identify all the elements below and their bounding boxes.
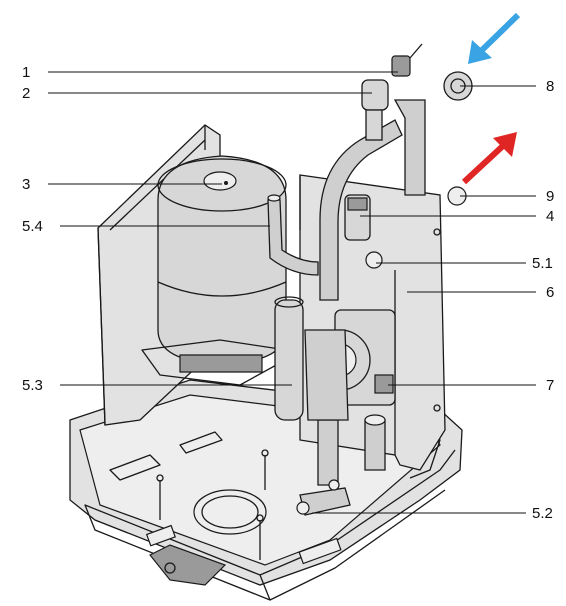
callout-6: 6: [546, 284, 554, 301]
callout-1: 1: [22, 64, 30, 81]
callout-4: 4: [546, 208, 554, 225]
leader-lines: [48, 71, 536, 514]
callout-5-2: 5.2: [532, 505, 553, 522]
outlet-arrow: [461, 132, 517, 185]
callout-5-3: 5.3: [22, 377, 43, 394]
callout-5-4: 5.4: [22, 218, 43, 235]
callout-3: 3: [22, 176, 30, 193]
callout-8: 8: [546, 78, 554, 95]
callout-labels: 1 2 3 5.4 5.3 8 9 4 5.1 6 7 5.2: [22, 64, 554, 522]
expansion-vessel: [141, 155, 301, 386]
plate-filter-assembly: [274, 296, 304, 421]
inlet-arrow: [468, 12, 521, 64]
circulation-pump: [304, 309, 396, 421]
callout-7: 7: [546, 377, 554, 394]
pipework: [267, 99, 426, 516]
callout-2: 2: [22, 85, 30, 102]
callout-9: 9: [546, 188, 554, 205]
callout-5-1: 5.1: [532, 255, 553, 272]
